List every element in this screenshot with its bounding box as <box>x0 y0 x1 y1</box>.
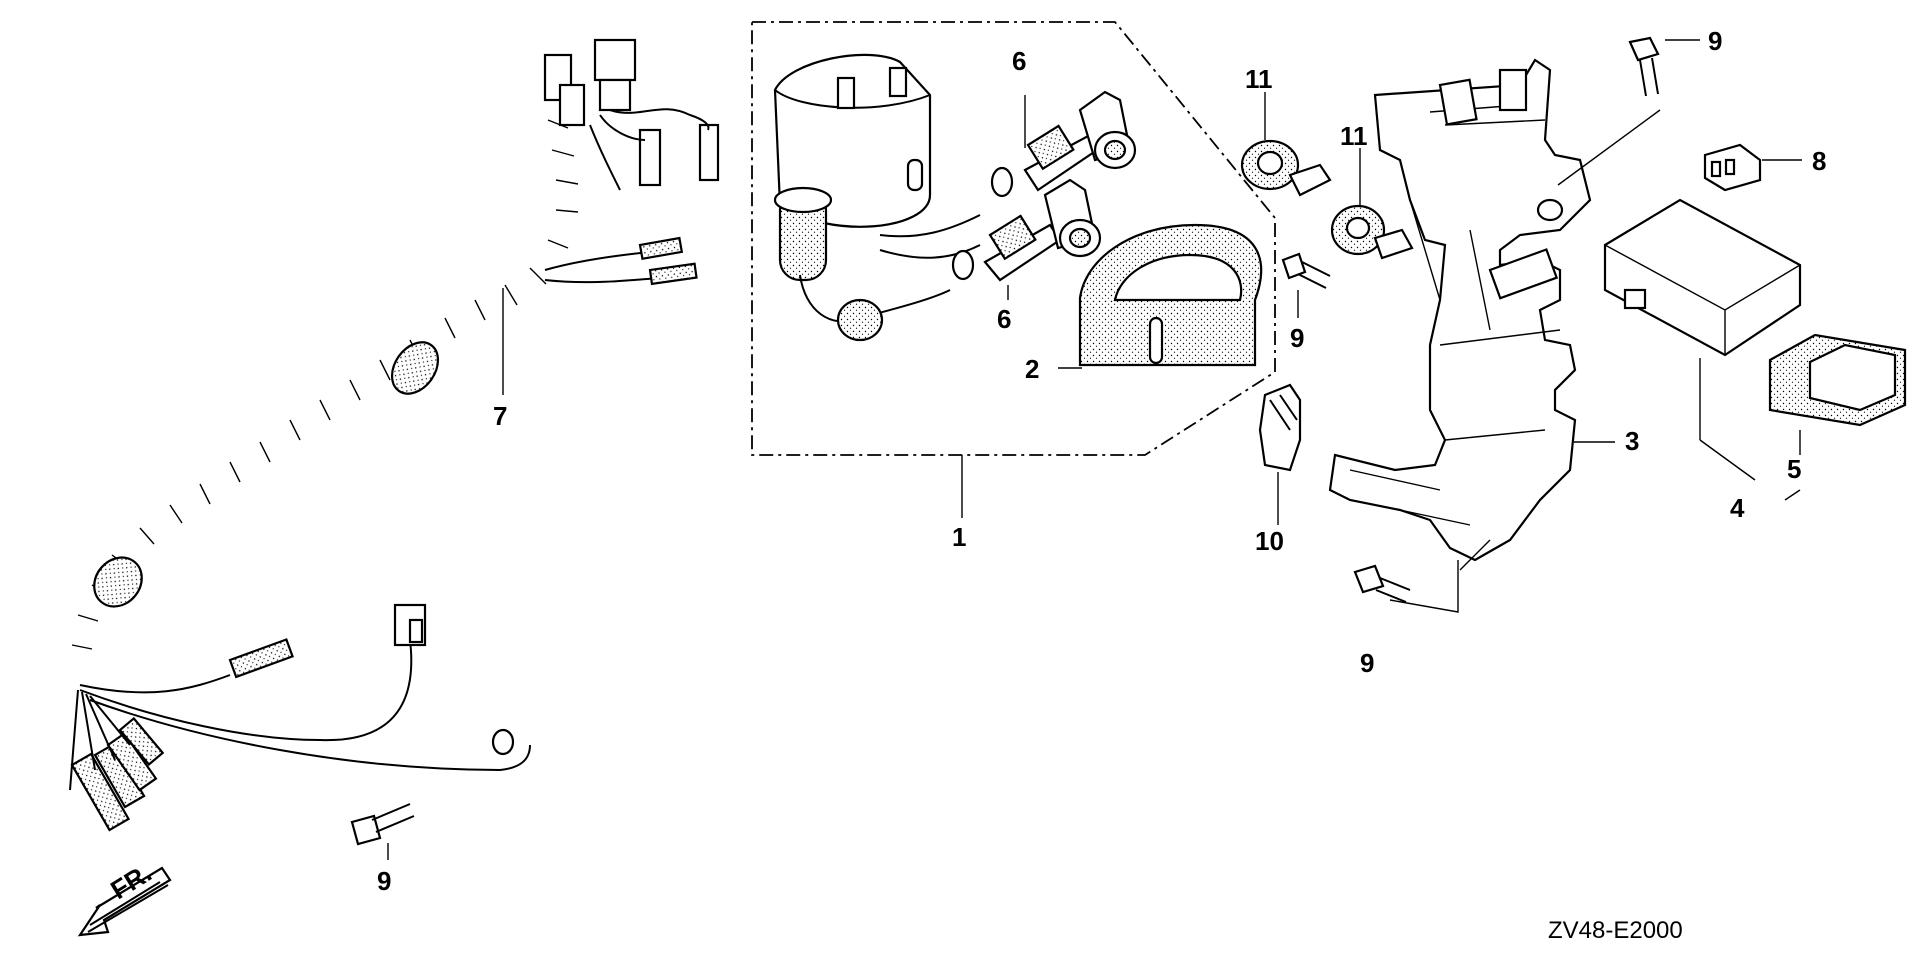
callout-10: 10 <box>1255 526 1284 556</box>
callout-11-upper: 11 <box>1245 64 1273 94</box>
callout-9-lower: 9 <box>1360 648 1374 678</box>
callout-8: 8 <box>1812 146 1826 176</box>
diagram-code: ZV48-E2000 <box>1548 917 1683 944</box>
rubber-sleeve <box>1768 333 1907 501</box>
callout-9-lower-left: 9 <box>377 866 391 896</box>
control-unit <box>1603 198 1802 481</box>
callout-7: 7 <box>493 401 507 431</box>
kit-boundary <box>751 21 1276 456</box>
relay-connector <box>1703 143 1802 192</box>
callout-4: 4 <box>1730 493 1745 523</box>
bolt-top-right <box>1628 36 1700 97</box>
callout-3: 3 <box>1625 426 1639 456</box>
callout-2: 2 <box>1025 354 1039 384</box>
bolt-lower-left <box>350 803 415 860</box>
ignition-coil <box>773 53 981 342</box>
clamp <box>1258 383 1302 525</box>
bolt-mid <box>1281 252 1331 318</box>
grommet-lower <box>1330 204 1414 260</box>
grommet-upper <box>1240 139 1332 197</box>
callout-6-lower: 6 <box>997 304 1011 334</box>
callout-11-lower: 11 <box>1340 121 1368 151</box>
plug-cap-upper <box>990 90 1137 198</box>
wire-harness <box>60 38 720 832</box>
callout-1: 1 <box>952 522 966 552</box>
callout-5: 5 <box>1787 454 1801 484</box>
bolt-lower <box>1353 539 1491 613</box>
coil-holder <box>1058 223 1263 369</box>
bracket <box>1328 58 1661 562</box>
callout-6-upper: 6 <box>1012 46 1026 76</box>
plug-cap-lower <box>951 178 1102 282</box>
callout-9-mid: 9 <box>1290 323 1304 353</box>
front-direction-arrow <box>77 866 172 937</box>
callout-9-top-right: 9 <box>1708 26 1722 56</box>
